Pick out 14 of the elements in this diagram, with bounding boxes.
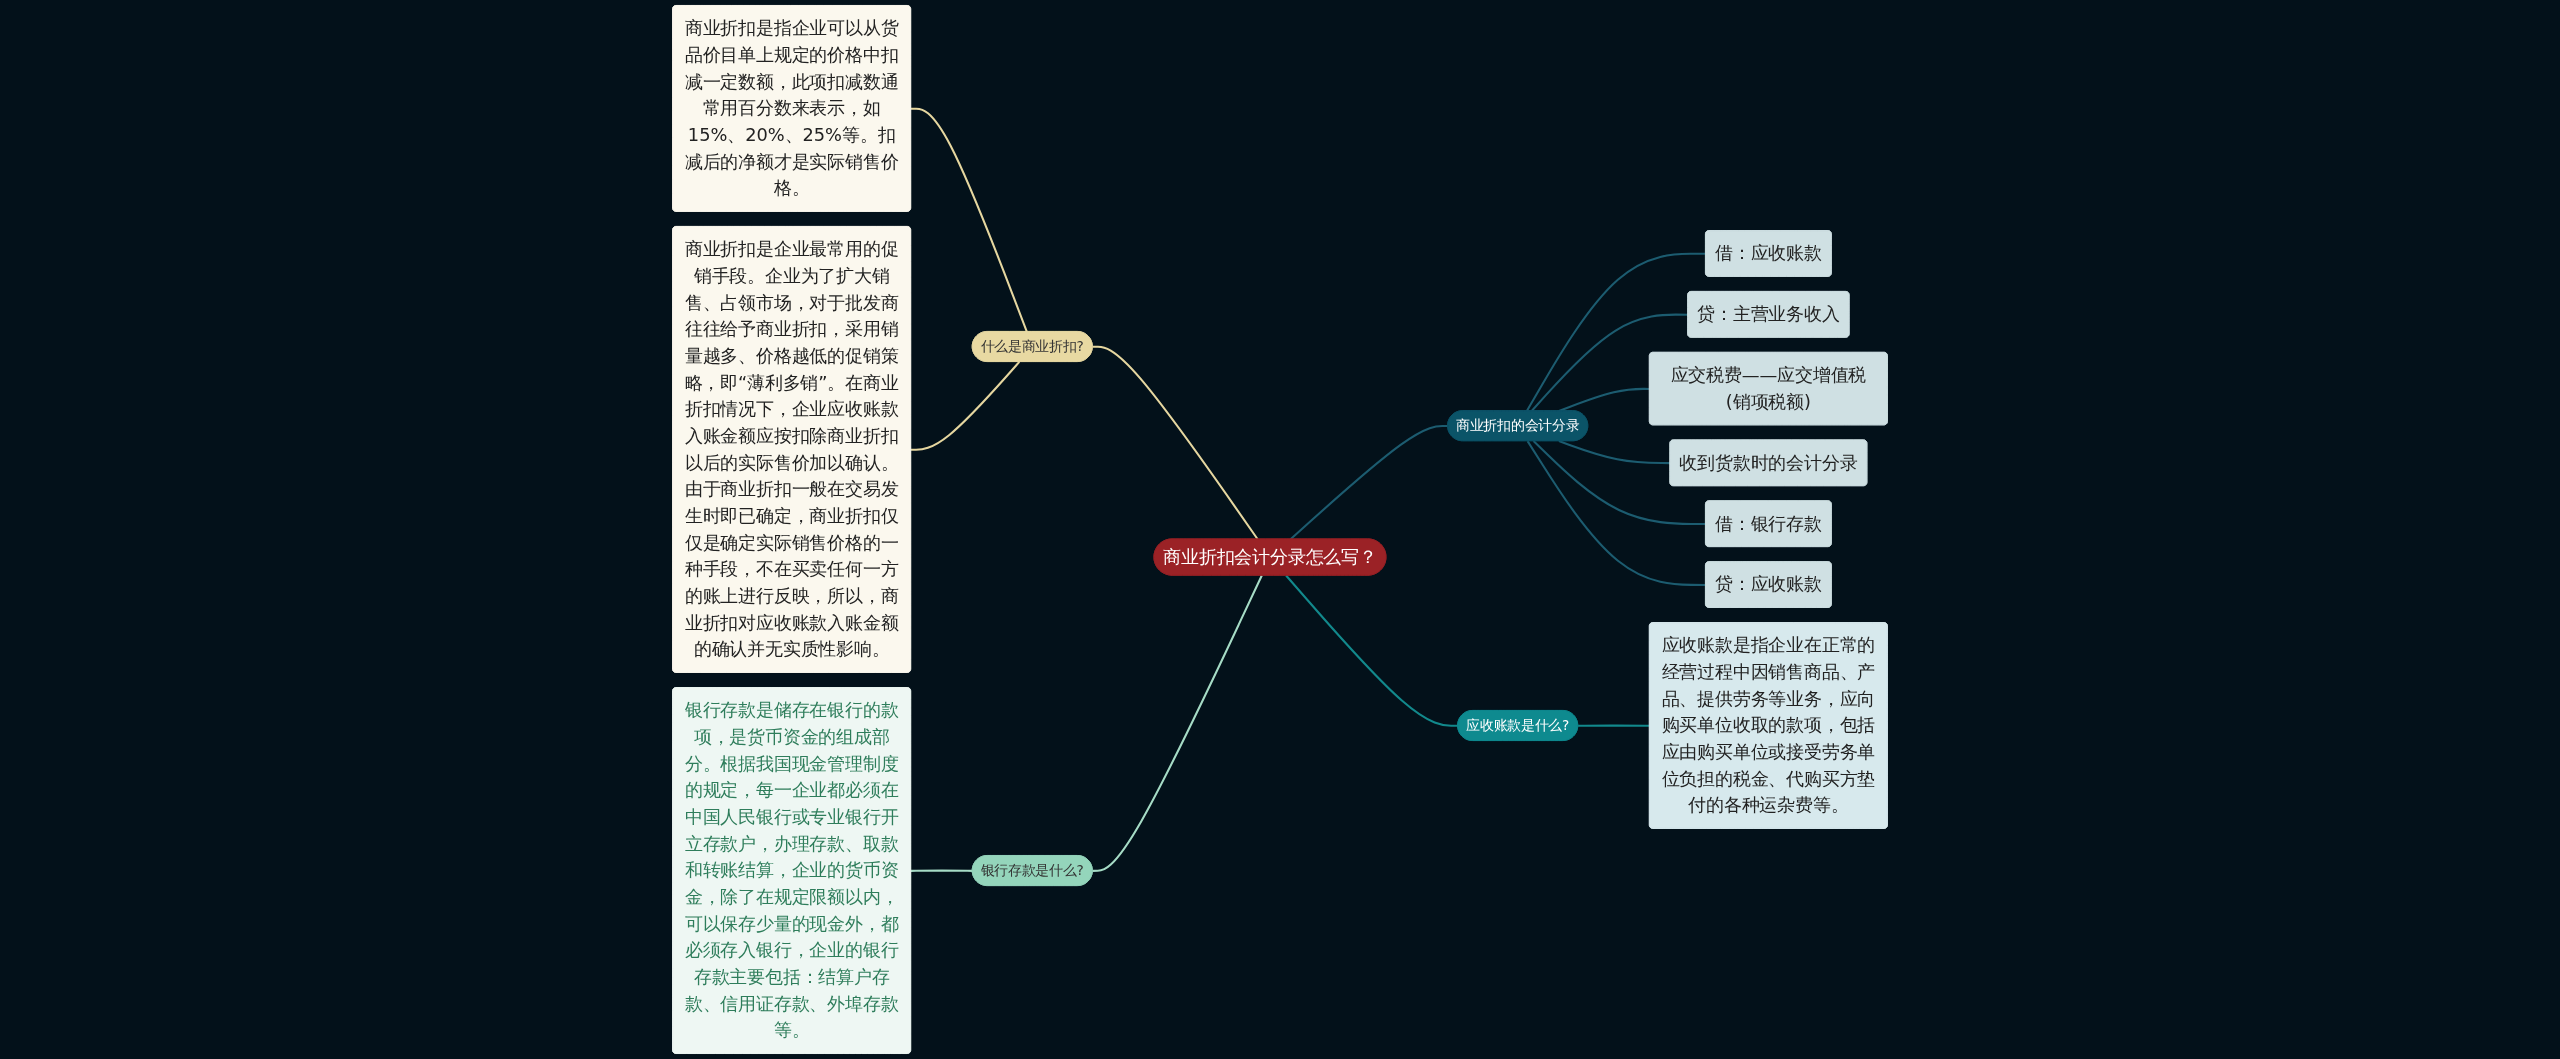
- connector: [1092, 575, 1263, 872]
- connector: [1532, 440, 1706, 526]
- connector: [910, 361, 1021, 451]
- connector: [1092, 345, 1259, 540]
- connector: [1289, 424, 1448, 540]
- connector: [1558, 387, 1650, 412]
- connector: [910, 107, 1028, 333]
- connector: [1578, 724, 1650, 727]
- connector: [1285, 574, 1458, 727]
- connector: [1526, 440, 1706, 586]
- connector: [910, 869, 973, 872]
- connector: [1558, 440, 1671, 465]
- connector: [1525, 252, 1706, 412]
- connector: [1530, 313, 1688, 412]
